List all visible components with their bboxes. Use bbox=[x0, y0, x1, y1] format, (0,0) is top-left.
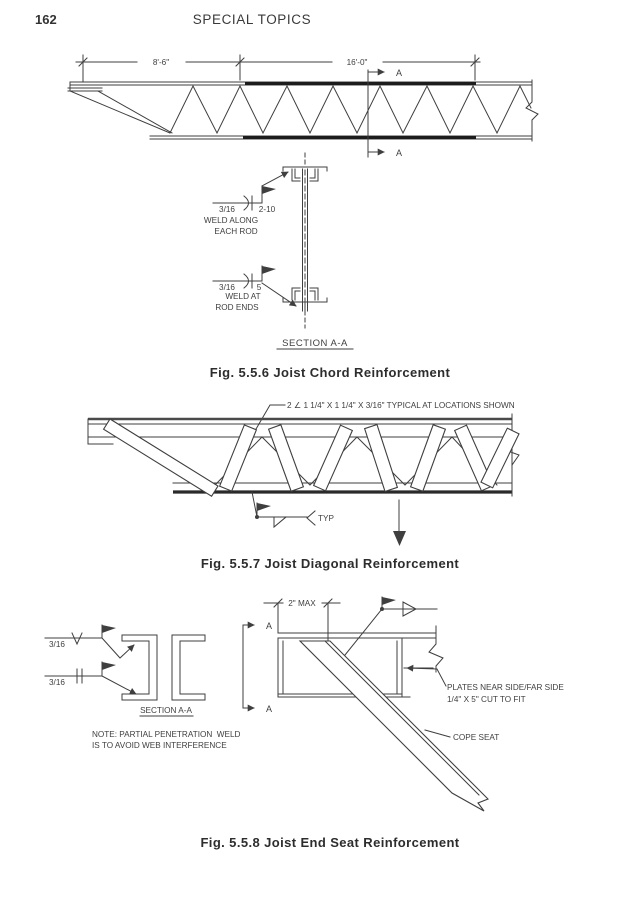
note-line1: NOTE: PARTIAL PENETRATION WELD bbox=[92, 730, 241, 739]
weld-symbol-along-rod: 3/16 2-10 WELD ALONG EACH ROD bbox=[204, 171, 289, 236]
fillet-weld-icon bbox=[273, 516, 287, 529]
bevel-weld-icon bbox=[71, 632, 83, 646]
section-marker-bottom: A bbox=[396, 148, 402, 158]
fig557-caption: Fig. 5.5.7 Joist Diagonal Reinforcement bbox=[200, 556, 460, 571]
fig558-section-detail: 3/16 3/16 SECTION A-A NOTE: PARTIAL PENE… bbox=[44, 624, 241, 750]
weld-symbol-bottom: 3/16 bbox=[44, 661, 137, 695]
weld-note-line1: WELD ALONG bbox=[204, 216, 258, 225]
field-weld-flag-icon bbox=[262, 186, 276, 194]
section-marker-bottom: A bbox=[266, 704, 272, 714]
typ-weld-symbol: TYP bbox=[251, 491, 334, 529]
weld-size-label: 3/16 bbox=[49, 678, 65, 687]
page-header-title: SPECIAL TOPICS bbox=[192, 12, 312, 27]
field-weld-flag-icon bbox=[382, 597, 396, 605]
plates-label-line1: PLATES NEAR SIDE/FAR SIDE bbox=[447, 683, 564, 692]
page-number: 162 bbox=[35, 12, 57, 27]
note-line2: IS TO AVOID WEB INTERFERENCE bbox=[92, 741, 227, 750]
weld-note-line2: EACH ROD bbox=[214, 227, 257, 236]
field-weld-flag-icon bbox=[102, 625, 116, 633]
weld-size-label: 3/16 bbox=[219, 283, 235, 292]
weld-note-line1: WELD AT bbox=[225, 292, 260, 301]
groove-weld-icon bbox=[402, 601, 418, 617]
dim-right-label: 16'-0" bbox=[347, 58, 368, 67]
weld-spec-label: 2-10 bbox=[259, 205, 276, 214]
section-marker-top: A bbox=[396, 68, 402, 78]
weld-size-label: 3/16 bbox=[49, 640, 65, 649]
cope-seat-bar bbox=[298, 640, 489, 812]
field-weld-flag-icon bbox=[102, 662, 116, 670]
fig558-caption: Fig. 5.5.8 Joist End Seat Reinforcement bbox=[200, 835, 460, 850]
weld-symbol-top: 3/16 bbox=[44, 624, 135, 659]
section-aa-label: SECTION A-A bbox=[140, 706, 192, 715]
fig556-elevation-drawing: 8'-6" 16'-0" A A bbox=[67, 54, 539, 158]
dim-max-label: 2" MAX bbox=[288, 599, 316, 608]
weld-size-label: 3/16 bbox=[219, 205, 235, 214]
section-aa-label: SECTION A-A bbox=[282, 338, 348, 349]
typ-label: TYP bbox=[318, 514, 334, 523]
plates-label-line2: 1/4" X 5" CUT TO FIT bbox=[447, 695, 526, 704]
weld-symbol-rod-ends: 3/16 5 WELD AT ROD ENDS bbox=[212, 265, 297, 312]
fig558-seat-drawing: 2" MAX A A bbox=[242, 596, 564, 812]
weld-symbol-seat bbox=[344, 596, 438, 656]
cope-seat-label: COPE SEAT bbox=[453, 733, 499, 742]
weld-spec-label: 5 bbox=[257, 283, 262, 292]
fig556-caption: Fig. 5.5.6 Joist Chord Reinforcement bbox=[209, 365, 451, 380]
fig558-section-cut: A A bbox=[242, 621, 272, 714]
square-groove-weld-icon bbox=[76, 668, 83, 684]
field-weld-flag-icon bbox=[257, 503, 271, 511]
fig556-section-cut: A A bbox=[367, 68, 402, 158]
weld-note-line2: ROD ENDS bbox=[215, 303, 259, 312]
field-weld-flag-icon bbox=[262, 266, 276, 274]
fig557-drawing: 2 ∠ 1 1/4" X 1 1/4" X 3/16" TYPICAL AT L… bbox=[87, 401, 520, 546]
section-marker-top: A bbox=[266, 621, 272, 631]
fig556-section-detail: SECTION A-A 3/16 2-10 WELD ALONG EACH RO… bbox=[204, 152, 354, 350]
reinforcement-bars bbox=[102, 418, 520, 497]
angle-annotation: 2 ∠ 1 1/4" X 1 1/4" X 3/16" TYPICAL AT L… bbox=[287, 401, 515, 410]
dim-left-label: 8'-6" bbox=[153, 58, 169, 67]
